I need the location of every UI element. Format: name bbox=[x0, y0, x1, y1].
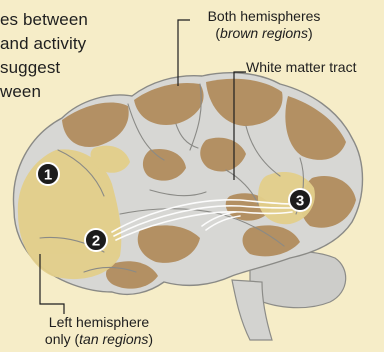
marker-1: 1 bbox=[37, 163, 59, 185]
callout-both-italic: brown regions bbox=[220, 25, 308, 41]
callout-left-suffix: ) bbox=[148, 331, 153, 347]
callout-white-matter-label: White matter tract bbox=[246, 59, 356, 76]
callout-left-hemisphere: Left hemisphere only (tan regions) bbox=[34, 314, 164, 348]
callout-left-line-2: only (tan regions) bbox=[34, 331, 164, 348]
body-text-line-4: ween bbox=[0, 80, 150, 104]
marker-2: 2 bbox=[85, 229, 107, 251]
body-text-fragment: es between and activity suggest ween bbox=[0, 8, 150, 104]
body-text-line-2: and activity bbox=[0, 32, 150, 56]
callout-both-hemispheres: Both hemispheres (brown regions) bbox=[190, 8, 338, 42]
callout-left-prefix: only ( bbox=[45, 331, 79, 347]
body-text-line-1: es between bbox=[0, 8, 150, 32]
callout-left-line-1: Left hemisphere bbox=[34, 314, 164, 331]
body-text-line-3: suggest bbox=[0, 56, 150, 80]
callout-white-matter-tract: White matter tract bbox=[246, 59, 356, 76]
callout-both-paren-close: ) bbox=[308, 25, 313, 41]
callout-left-italic: tan regions bbox=[79, 331, 148, 347]
marker-3: 3 bbox=[289, 189, 311, 211]
callout-both-line-2: (brown regions) bbox=[190, 25, 338, 42]
marker-2-label: 2 bbox=[92, 233, 100, 250]
marker-1-label: 1 bbox=[44, 167, 52, 184]
callout-both-line-1: Both hemispheres bbox=[190, 8, 338, 25]
marker-3-label: 3 bbox=[296, 193, 304, 210]
